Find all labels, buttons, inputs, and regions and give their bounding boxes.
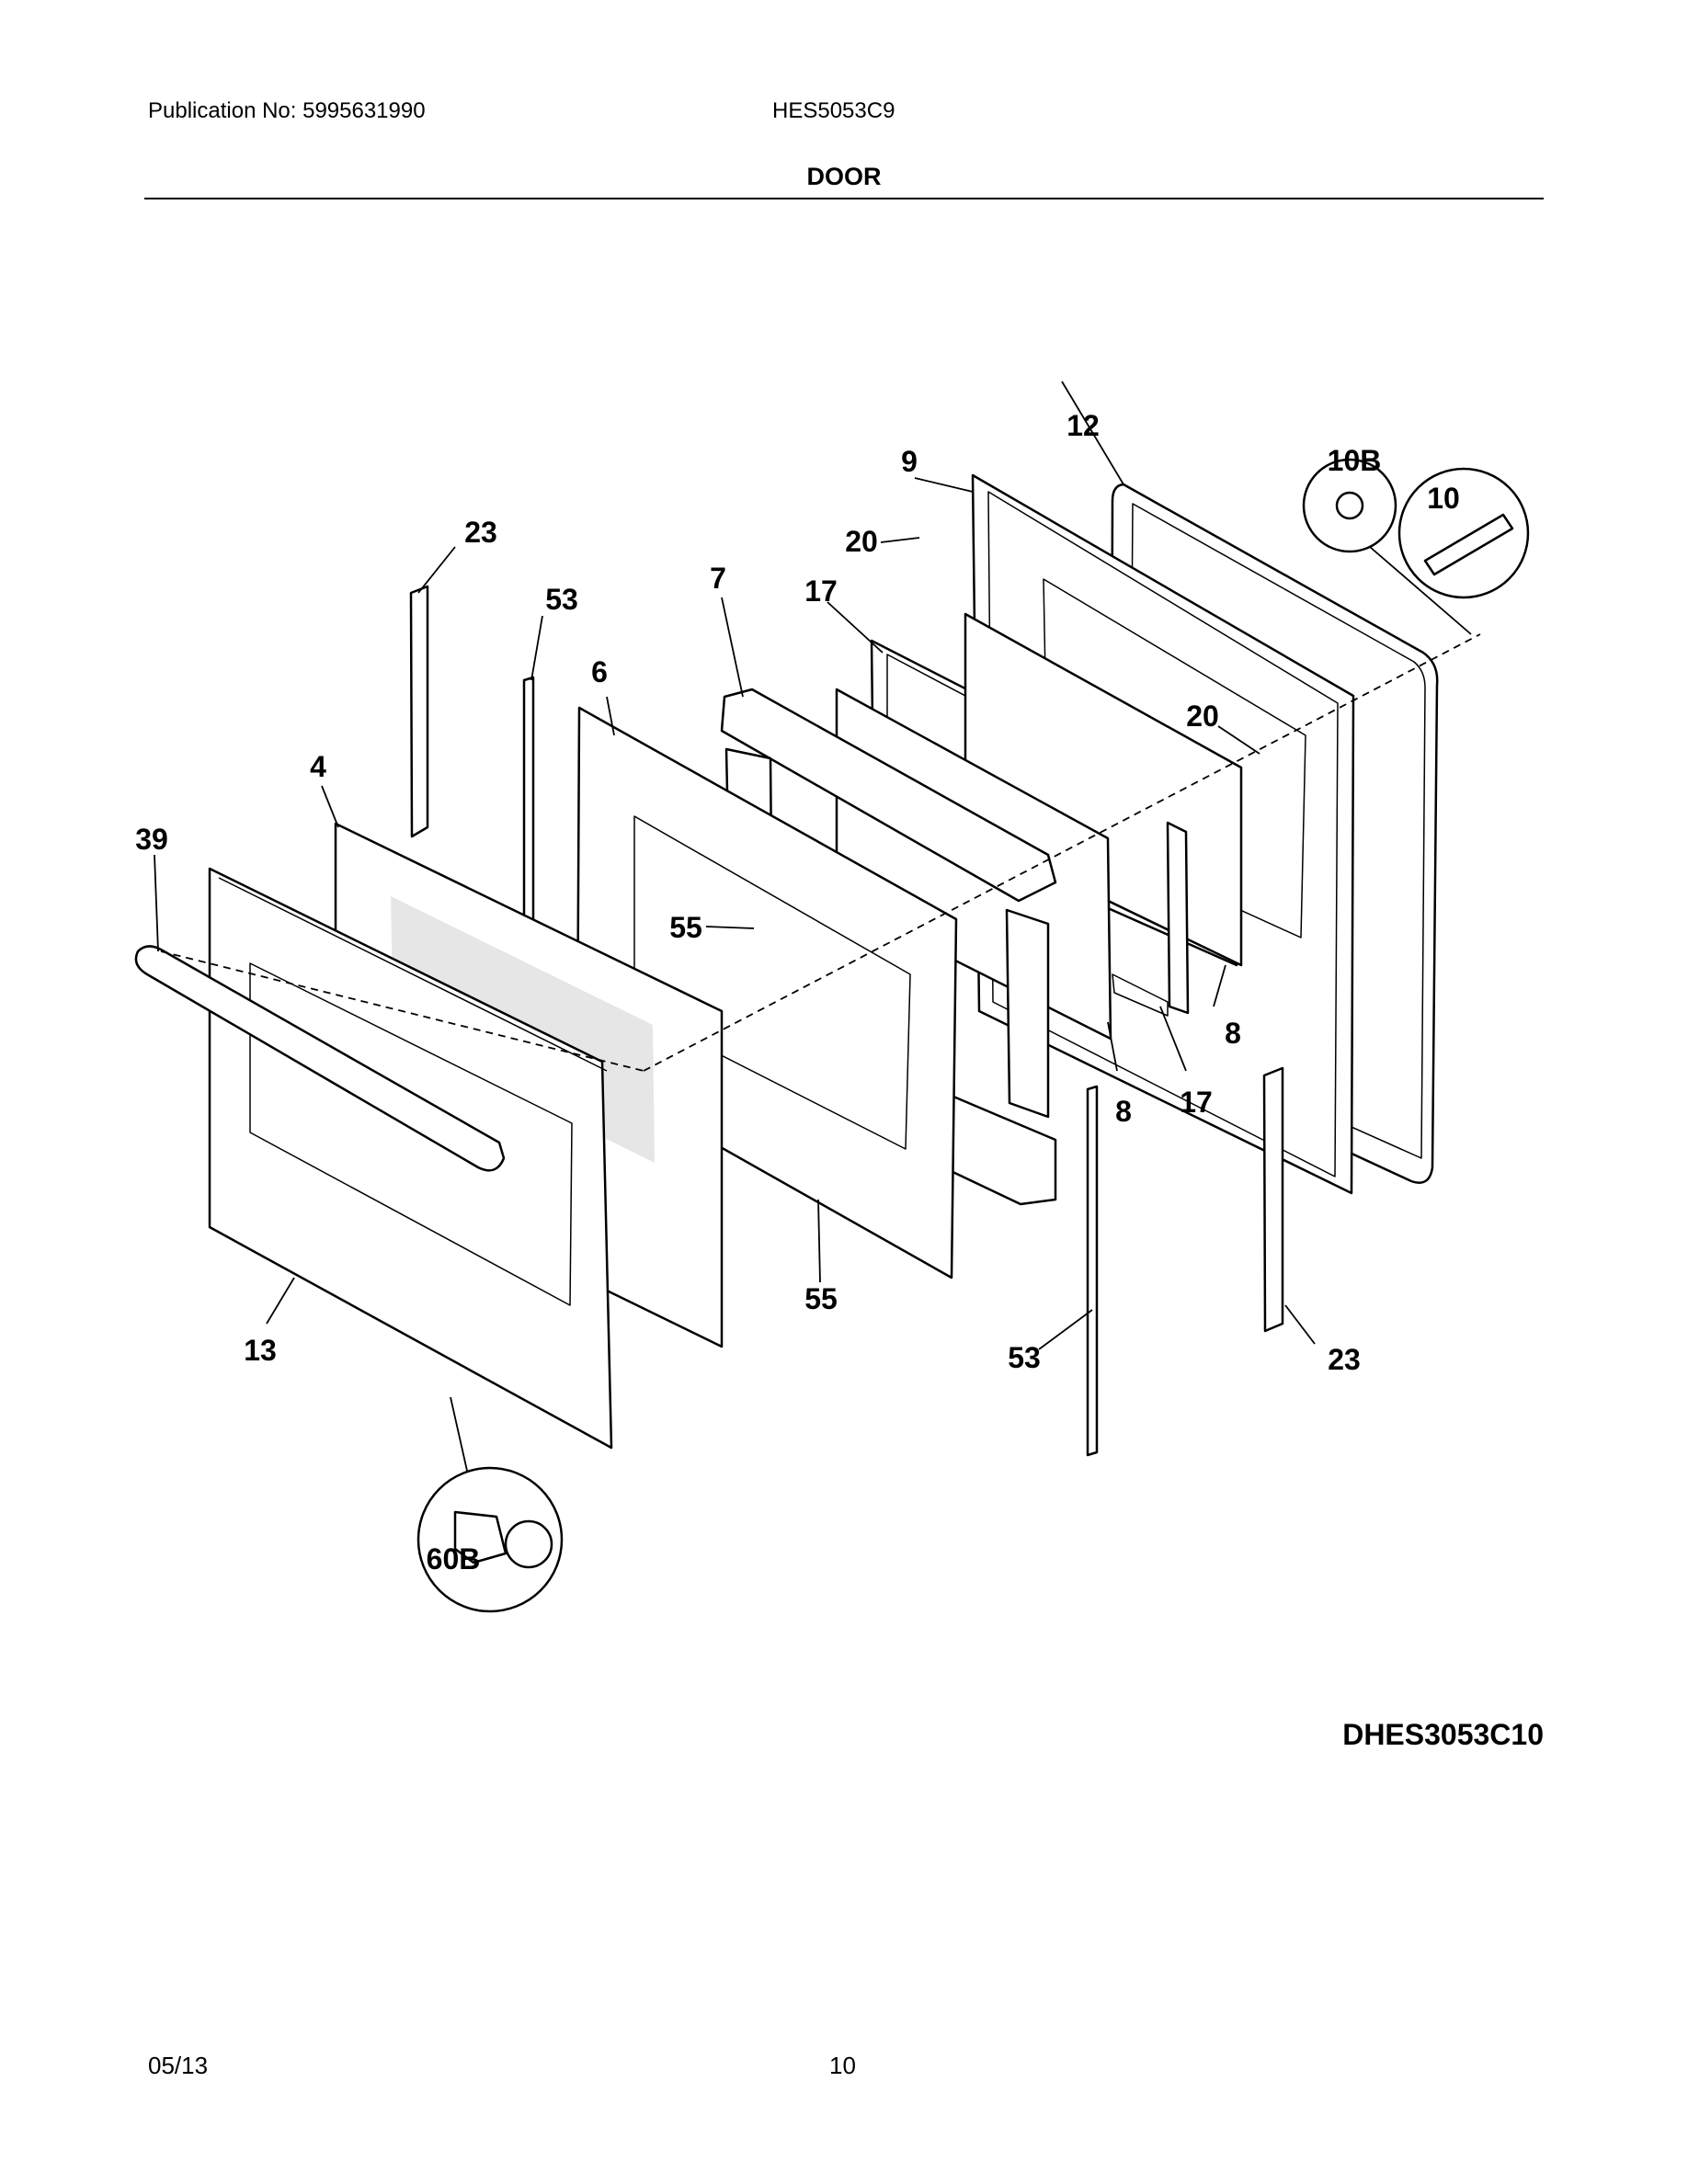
callout-10: 10: [1427, 482, 1460, 515]
callout-8-lower: 8: [1115, 1095, 1132, 1128]
hinge-left: [409, 585, 429, 838]
callout-55-top: 55: [669, 911, 702, 944]
callout-53-top: 53: [545, 583, 578, 616]
window-pack-rail: [1166, 821, 1190, 1015]
callout-55-bottom: 55: [804, 1282, 838, 1315]
section-title: DOOR: [806, 163, 882, 190]
callout-20-right: 20: [1186, 700, 1219, 733]
callout-53-bottom: 53: [1008, 1341, 1041, 1374]
door-handle: [134, 945, 506, 1172]
callout-7: 7: [710, 562, 726, 595]
door-side-trim-right: [1086, 1085, 1099, 1457]
callout-39: 39: [135, 823, 168, 856]
callout-17-lower: 17: [1180, 1086, 1213, 1119]
callout-12: 12: [1066, 409, 1100, 442]
door-side-trim-left: [522, 676, 535, 933]
callout-23-bottom: 23: [1328, 1343, 1361, 1376]
callout-17-top: 17: [804, 574, 838, 608]
callout-23-top: 23: [464, 516, 497, 549]
diagram-code: DHES3053C10: [1342, 1718, 1544, 1751]
publication-date: 05/13: [148, 2052, 209, 2079]
callout-9: 9: [901, 445, 918, 478]
callout-4: 4: [310, 750, 326, 783]
callout-20-top: 20: [845, 525, 878, 558]
callout-60b: 60B: [427, 1542, 481, 1575]
hinge-right: [1262, 1066, 1284, 1333]
publication-number: Publication No: 5995631990: [148, 98, 426, 123]
callout-6: 6: [591, 655, 608, 688]
callout-10b: 10B: [1328, 444, 1382, 477]
screw-icon: [453, 1510, 508, 1564]
bolt-icon: [1423, 513, 1514, 576]
insulation-top: [720, 688, 1057, 903]
callout-8-right: 8: [1225, 1017, 1241, 1050]
insulation-side-right: [1005, 908, 1050, 1119]
callout-13: 13: [244, 1334, 277, 1367]
model-number: HES5053C9: [772, 98, 895, 123]
bolt-detail-circle: [1397, 467, 1530, 599]
header-rule: [144, 198, 1544, 199]
page-number: 10: [829, 2052, 856, 2079]
